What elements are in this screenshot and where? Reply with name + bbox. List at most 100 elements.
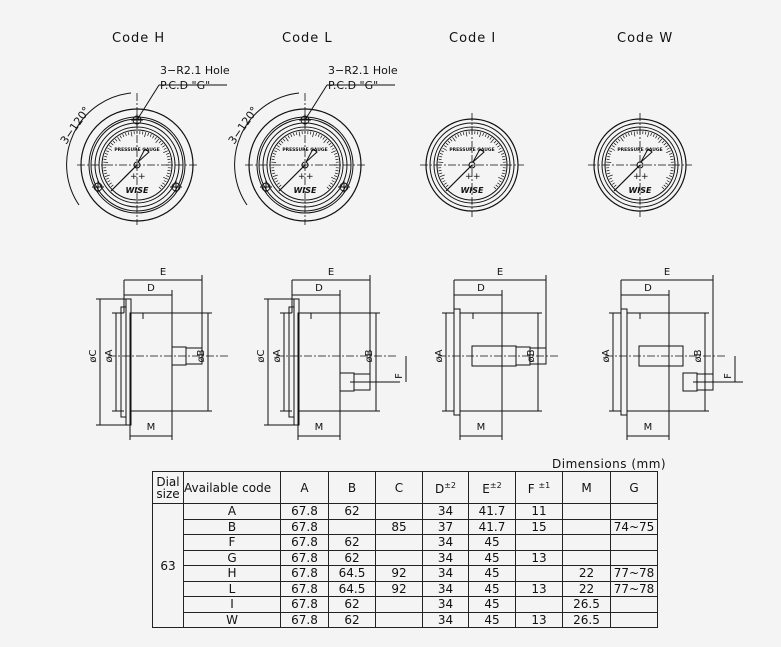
dial-size-cell: 63 — [152, 503, 184, 628]
svg-text:+: + — [130, 172, 138, 182]
cell-a: 67.8 — [280, 534, 329, 551]
dim-d-label: D — [477, 283, 485, 294]
pcd-label: P.C.D "G" — [328, 79, 378, 92]
dim-b-label: øB — [526, 349, 537, 362]
dim-c-label: øC — [256, 349, 267, 362]
cell-e: 45 — [468, 596, 516, 613]
dial-text: PRESSURE GAUGE — [282, 147, 327, 153]
cell-c: 85 — [375, 518, 423, 535]
cell-b: 62 — [328, 534, 376, 551]
cell-f: 13 — [515, 580, 563, 597]
cell-code: B — [183, 518, 281, 535]
dim-d-label: D — [147, 283, 155, 294]
svg-text:+: + — [298, 172, 306, 182]
cell-a: 67.8 — [280, 503, 329, 520]
cell-f: 13 — [515, 549, 563, 566]
needle — [278, 164, 306, 192]
dim-e-label: E — [664, 267, 670, 278]
cell-d: 34 — [422, 580, 469, 597]
cell-d: 34 — [422, 534, 469, 551]
brand-logo: WISE — [125, 186, 149, 195]
cell-a: 67.8 — [280, 549, 329, 566]
cell-d: 34 — [422, 596, 469, 613]
dim-f-label: F — [723, 373, 734, 379]
cell-g — [610, 549, 658, 566]
cell-g: 74~75 — [610, 518, 658, 535]
header-m: M — [562, 471, 611, 504]
cell-b: 64.5 — [328, 580, 376, 597]
brand-logo: WISE — [293, 186, 317, 195]
dial-text: PRESSURE GAUGE — [449, 147, 494, 153]
gauge-side-i: E D MøA øB — [434, 267, 558, 440]
dim-f-label: F — [394, 373, 405, 379]
hole-annotation-h: 3−R2.1 Hole P.C.D "G" 3−120° — [58, 64, 230, 147]
code-l-label: Code L — [282, 31, 333, 46]
svg-text:+: + — [473, 172, 481, 182]
needle — [445, 164, 473, 192]
svg-text:+: + — [465, 172, 473, 182]
cell-f: 13 — [515, 611, 563, 628]
header-b: B — [328, 471, 376, 504]
dim-b-label: øB — [364, 349, 375, 362]
header-a: A — [280, 471, 329, 504]
dim-e-label: E — [497, 267, 503, 278]
needle — [110, 164, 138, 192]
dim-d-label: D — [315, 283, 323, 294]
cell-m: 22 — [562, 580, 611, 597]
brand-logo: WISE — [460, 186, 484, 195]
hole-label: 3−R2.1 Hole — [160, 64, 230, 77]
cell-g — [610, 503, 658, 520]
hole-annotation-l: 3−R2.1 Hole P.C.D "G" 3−120° — [226, 64, 398, 147]
dimensions-caption: Dimensions (mm) — [552, 457, 667, 471]
dim-e-label: E — [160, 267, 166, 278]
dim-m-label: M — [315, 422, 324, 433]
dial-text: PRESSURE GAUGE — [114, 147, 159, 153]
cell-m — [562, 503, 611, 520]
cell-a: 67.8 — [280, 565, 329, 582]
cell-g — [610, 534, 658, 551]
dim-m-label: M — [147, 422, 156, 433]
angle-label: 3−120° — [226, 104, 261, 146]
cell-m: 26.5 — [562, 596, 611, 613]
cell-g: 77~78 — [610, 580, 658, 597]
cell-c — [375, 611, 423, 628]
cell-code: F — [183, 534, 281, 551]
cell-c — [375, 549, 423, 566]
header-e: E±2 — [468, 471, 516, 504]
cell-c — [375, 503, 423, 520]
cell-code: A — [183, 503, 281, 520]
dim-m-label: M — [477, 422, 486, 433]
cell-e: 45 — [468, 611, 516, 628]
brand-logo: WISE — [628, 186, 652, 195]
cell-f — [515, 596, 563, 613]
hole-label: 3−R2.1 Hole — [328, 64, 398, 77]
cell-a: 67.8 — [280, 611, 329, 628]
cell-g — [610, 596, 658, 613]
svg-text:+: + — [138, 172, 146, 182]
dim-a-label: øA — [104, 349, 115, 362]
svg-text:+: + — [633, 172, 641, 182]
cell-f — [515, 534, 563, 551]
header-c: C — [375, 471, 423, 504]
cell-m — [562, 549, 611, 566]
dim-e-label: E — [328, 267, 334, 278]
header-available-code: Available code — [183, 471, 281, 504]
dim-b-label: øB — [693, 349, 704, 362]
cell-f — [515, 565, 563, 582]
cell-code: W — [183, 611, 281, 628]
cell-code: L — [183, 580, 281, 597]
header-d: D±2 — [422, 471, 469, 504]
angle-label: 3−120° — [58, 104, 93, 146]
code-i-label: Code I — [449, 31, 497, 46]
dim-a-label: øA — [434, 349, 445, 362]
header-f: F ±1 — [515, 471, 563, 504]
svg-text:+: + — [641, 172, 649, 182]
gauge-front-h: PRESSURE GAUGE WISE ++ — [66, 84, 227, 225]
cell-d: 34 — [422, 565, 469, 582]
cell-c: 92 — [375, 565, 423, 582]
